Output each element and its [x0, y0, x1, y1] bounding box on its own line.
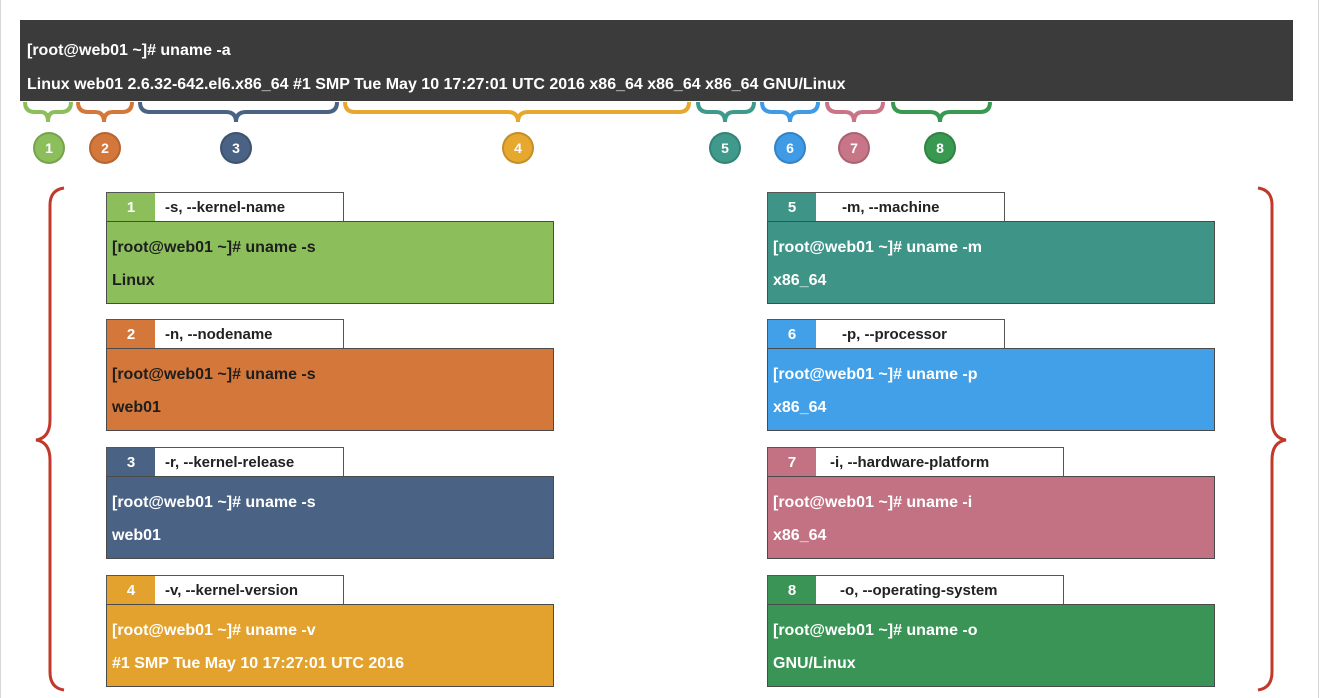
- option-number-badge: 1: [107, 193, 155, 221]
- marker-6: 6: [774, 132, 806, 164]
- option-tab: 4 -v, --kernel-version: [106, 575, 344, 605]
- example-box: [root@web01 ~]# uname -v #1 SMP Tue May …: [106, 604, 554, 687]
- example-output: web01: [112, 399, 161, 416]
- option-flag-label: -p, --processor: [842, 325, 948, 343]
- left-curly-brace: [35, 186, 65, 692]
- option-number-badge: 5: [768, 193, 816, 221]
- option-number-badge: 3: [107, 448, 155, 476]
- marker-8: 8: [924, 132, 956, 164]
- example-output: Linux: [112, 272, 155, 289]
- marker-1: 1: [33, 132, 65, 164]
- example-box: [root@web01 ~]# uname -i x86_64: [767, 476, 1215, 559]
- card-processor: 6 -p, --processor [root@web01 ~]# uname …: [767, 319, 1215, 432]
- brace-3: [138, 101, 339, 123]
- example-box: [root@web01 ~]# uname -s web01: [106, 476, 554, 559]
- example-command: [root@web01 ~]# uname -s: [112, 239, 316, 256]
- marker-label: 5: [721, 140, 729, 156]
- option-number-badge: 2: [107, 320, 155, 348]
- example-command: [root@web01 ~]# uname -p: [773, 366, 978, 383]
- option-flag-label: -r, --kernel-release: [165, 453, 295, 471]
- example-box: [root@web01 ~]# uname -p x86_64: [767, 348, 1215, 431]
- example-output: web01: [112, 527, 161, 544]
- example-command: [root@web01 ~]# uname -s: [112, 366, 316, 383]
- example-command: [root@web01 ~]# uname -o: [773, 622, 978, 639]
- terminal-result-line: Linux web01 2.6.32-642.el6.x86_64 #1 SMP…: [27, 76, 846, 93]
- brace-1: [23, 101, 73, 123]
- option-flag-label: -i, --hardware-platform: [830, 453, 990, 471]
- option-number-badge: 7: [768, 448, 816, 476]
- example-command: [root@web01 ~]# uname -m: [773, 239, 982, 256]
- example-command: [root@web01 ~]# uname -i: [773, 494, 973, 511]
- brace-7: [825, 101, 885, 123]
- marker-label: 2: [101, 140, 109, 156]
- brace-6: [760, 101, 820, 123]
- card-kernel-release: 3 -r, --kernel-release [root@web01 ~]# u…: [106, 447, 554, 560]
- example-output: GNU/Linux: [773, 655, 856, 672]
- option-number-badge: 4: [107, 576, 155, 604]
- option-tab: 5 -m, --machine: [767, 192, 1005, 222]
- option-flag-label: -s, --kernel-name: [165, 198, 286, 216]
- option-flag-label: -n, --nodename: [165, 325, 273, 343]
- brace-5: [696, 101, 756, 123]
- option-tab: 7 -i, --hardware-platform: [767, 447, 1064, 477]
- frame-edge-left: [0, 0, 1, 698]
- option-number-badge: 6: [768, 320, 816, 348]
- marker-7: 7: [838, 132, 870, 164]
- option-flag-label: -v, --kernel-version: [165, 581, 299, 599]
- marker-label: 7: [850, 140, 858, 156]
- card-kernel-version: 4 -v, --kernel-version [root@web01 ~]# u…: [106, 575, 554, 688]
- marker-label: 3: [232, 140, 240, 156]
- right-curly-brace: [1257, 186, 1287, 692]
- card-nodename: 2 -n, --nodename [root@web01 ~]# uname -…: [106, 319, 554, 432]
- marker-4: 4: [502, 132, 534, 164]
- option-flag-label: -o, --operating-system: [840, 581, 998, 599]
- option-tab: 8 -o, --operating-system: [767, 575, 1064, 605]
- example-box: [root@web01 ~]# uname -o GNU/Linux: [767, 604, 1215, 687]
- example-command: [root@web01 ~]# uname -v: [112, 622, 316, 639]
- brace-4: [343, 101, 691, 123]
- terminal-command-line: [root@web01 ~]# uname -a: [27, 42, 231, 59]
- brace-8: [891, 101, 992, 123]
- marker-label: 8: [936, 140, 944, 156]
- marker-5: 5: [709, 132, 741, 164]
- card-kernel-name: 1 -s, --kernel-name [root@web01 ~]# unam…: [106, 192, 554, 305]
- option-tab: 2 -n, --nodename: [106, 319, 344, 349]
- example-output: x86_64: [773, 527, 827, 544]
- marker-label: 6: [786, 140, 794, 156]
- example-output: x86_64: [773, 399, 827, 416]
- card-machine: 5 -m, --machine [root@web01 ~]# uname -m…: [767, 192, 1215, 305]
- option-tab: 3 -r, --kernel-release: [106, 447, 344, 477]
- marker-2: 2: [89, 132, 121, 164]
- option-flag-label: -m, --machine: [842, 198, 940, 216]
- example-box: [root@web01 ~]# uname -s web01: [106, 348, 554, 431]
- card-hardware-platform: 7 -i, --hardware-platform [root@web01 ~]…: [767, 447, 1215, 560]
- example-command: [root@web01 ~]# uname -s: [112, 494, 316, 511]
- example-output: #1 SMP Tue May 10 17:27:01 UTC 2016: [112, 655, 404, 672]
- terminal-output: [root@web01 ~]# uname -a Linux web01 2.6…: [20, 20, 1293, 101]
- marker-3: 3: [220, 132, 252, 164]
- example-box: [root@web01 ~]# uname -s Linux: [106, 221, 554, 304]
- example-box: [root@web01 ~]# uname -m x86_64: [767, 221, 1215, 304]
- example-output: x86_64: [773, 272, 827, 289]
- option-tab: 6 -p, --processor: [767, 319, 1005, 349]
- marker-label: 4: [514, 140, 522, 156]
- option-tab: 1 -s, --kernel-name: [106, 192, 344, 222]
- card-operating-system: 8 -o, --operating-system [root@web01 ~]#…: [767, 575, 1215, 688]
- brace-2: [76, 101, 134, 123]
- marker-label: 1: [45, 140, 53, 156]
- option-number-badge: 8: [768, 576, 816, 604]
